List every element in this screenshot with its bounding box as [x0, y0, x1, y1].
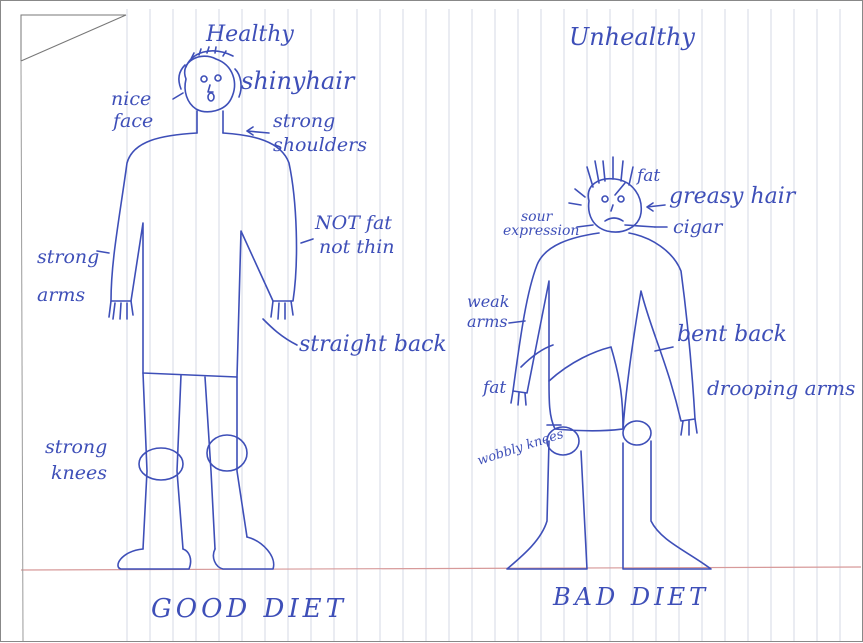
- label-nice-face-2: face: [111, 110, 153, 132]
- caption-bad-diet: BAD DIET: [552, 583, 709, 611]
- label-not-fat: NOT fat: [314, 212, 392, 234]
- healthy-torso: [111, 133, 296, 377]
- label-wobbly-knees: wobbly knees: [476, 427, 566, 469]
- healthy-legs: [143, 373, 247, 549]
- healthy-left-knee: [139, 448, 183, 480]
- page-left-edge: [21, 61, 23, 641]
- cigar-icon: [625, 225, 655, 227]
- label-weak-arms-1: weak: [467, 292, 509, 311]
- healthy-left-foot: [118, 549, 191, 569]
- healthy-right-hand: [271, 301, 293, 319]
- label-not-thin: not thin: [319, 236, 395, 258]
- label-cigar: cigar: [673, 216, 724, 238]
- label-strong-knees-2: knees: [51, 462, 107, 484]
- label-strong-shoulders-2: shoulders: [273, 134, 367, 156]
- healthy-title: Healthy: [205, 22, 294, 47]
- label-nice-face-1: nice: [111, 88, 151, 110]
- healthy-left-hand: [109, 301, 133, 319]
- label-shiny-hair: shinyhair: [241, 67, 356, 95]
- unhealthy-right-knee: [623, 421, 651, 445]
- caption-good-diet: GOOD DIET: [151, 594, 347, 624]
- label-fat-belly: fat: [481, 378, 506, 398]
- label-strong-shoulders-1: strong: [273, 110, 335, 132]
- unhealthy-right-hand: [681, 419, 697, 435]
- torn-page-edge: [21, 15, 126, 61]
- unhealthy-belly-line: [549, 347, 623, 429]
- unhealthy-legs: [507, 441, 711, 569]
- label-strong-knees-1: strong: [45, 436, 107, 458]
- label-greasy-hair: greasy hair: [669, 184, 797, 209]
- healthy-head: [185, 56, 235, 112]
- label-straight-back: straight back: [299, 332, 447, 357]
- unhealthy-body: [513, 233, 695, 431]
- label-drooping-arms: drooping arms: [707, 376, 855, 400]
- unhealthy-title: Unhealthy: [569, 23, 695, 51]
- label-bent-back: bent back: [677, 322, 787, 347]
- unhealthy-labels: Unhealthy fat greasy hair sour expressio…: [467, 23, 855, 611]
- label-fat-head: fat: [635, 166, 660, 186]
- label-sour-expression-2: expression: [503, 223, 579, 239]
- label-weak-arms-2: arms: [467, 312, 508, 331]
- healthy-right-knee: [207, 435, 247, 471]
- label-strong-arms-2: arms: [37, 284, 85, 306]
- label-strong-arms-1: strong: [37, 246, 99, 268]
